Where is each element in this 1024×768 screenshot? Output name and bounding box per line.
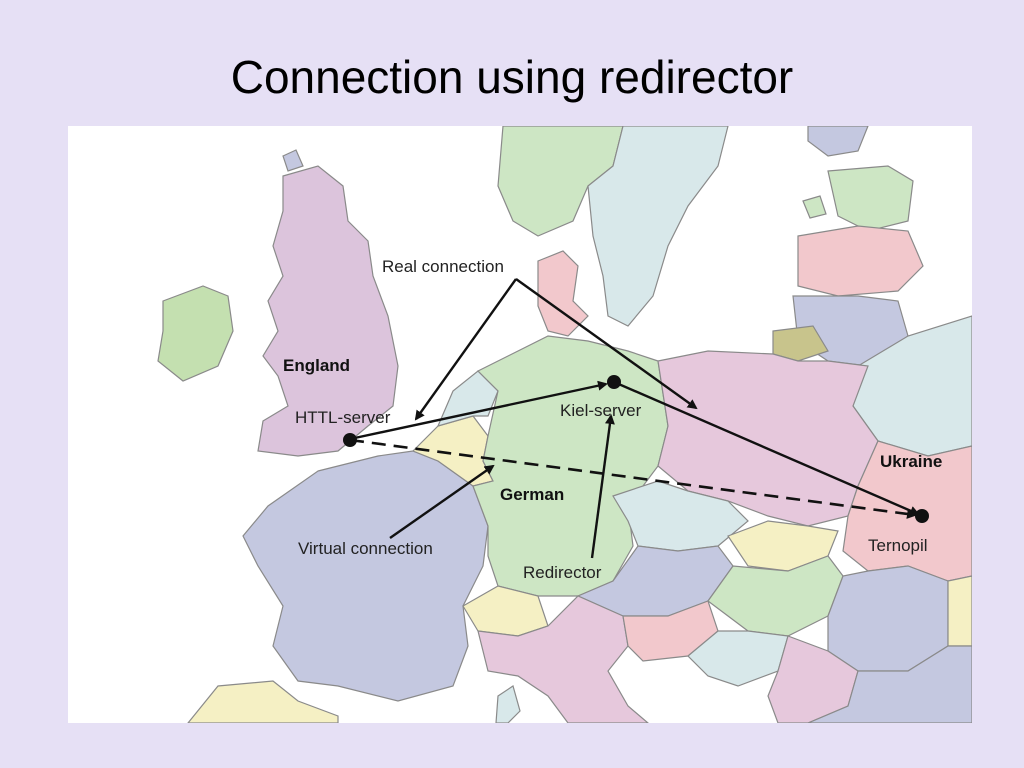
httl-server-dot — [343, 433, 357, 447]
moldova-region — [947, 575, 972, 647]
kiel-server-dot — [607, 375, 621, 389]
virtual-connection-arrow — [389, 464, 495, 539]
label-redirector: Redirector — [523, 563, 602, 582]
sweden-region — [587, 126, 729, 327]
ternopil-dot — [915, 509, 929, 523]
spain-region — [187, 680, 339, 723]
uk-region — [257, 165, 399, 457]
finland-region — [807, 126, 869, 157]
map-canvas: Real connection England HTTL-server Kiel… — [68, 126, 972, 723]
corsica-region — [495, 685, 521, 723]
latvia-region — [797, 225, 924, 297]
slovakia-region — [727, 520, 839, 572]
europe-map: Real connection England HTTL-server Kiel… — [68, 126, 972, 723]
virtual-connection-line — [349, 438, 917, 519]
real-connection-arrow-left — [414, 278, 517, 421]
label-httl-server: HTTL-server — [295, 408, 391, 427]
slide-title: Connection using redirector — [230, 51, 794, 103]
label-real-connection: Real connection — [382, 257, 504, 276]
real-connection-arrow-right — [515, 278, 698, 410]
romania-region — [827, 565, 949, 672]
estonia-region — [827, 165, 914, 232]
island-2 — [282, 149, 304, 172]
bulgaria-region — [807, 645, 972, 723]
label-england: England — [283, 356, 350, 375]
denmark-region — [537, 250, 589, 337]
label-german: German — [500, 485, 564, 504]
httl-to-kiel-connection — [349, 380, 608, 441]
island-1 — [802, 195, 827, 219]
kaliningrad-region — [772, 325, 829, 362]
italy-region — [477, 595, 649, 723]
label-ternopil: Ternopil — [868, 536, 928, 555]
label-ukraine: Ukraine — [880, 452, 942, 471]
label-virtual-connection: Virtual connection — [298, 539, 433, 558]
kiel-to-ternopil-connection — [613, 380, 920, 516]
ireland-region — [157, 285, 234, 382]
redirector-arrow — [590, 414, 615, 559]
label-kiel-server: Kiel-server — [560, 401, 642, 420]
